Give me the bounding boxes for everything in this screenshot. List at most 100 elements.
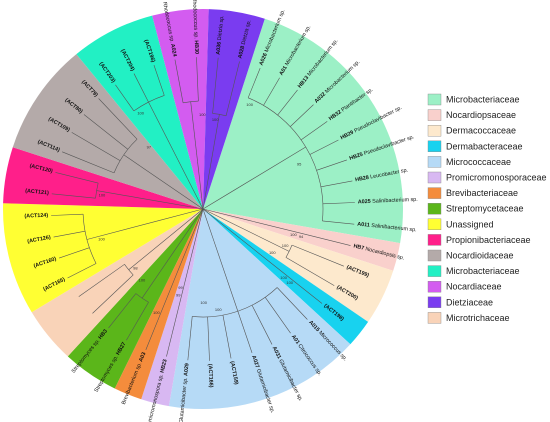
legend-swatch-microtrichaceae [427,312,442,324]
backbone-branch [191,208,204,256]
tip-branch [126,302,149,341]
tip-label: Rhodococcus sp. HB30 [191,0,199,54]
bootstrap-support-value: 99 [178,285,183,290]
bootstrap-support-value: 100 [212,117,219,122]
tip-label: (ACT124) [24,213,48,220]
tip-branch [300,121,328,141]
clade-stem [179,255,192,303]
tip-label: A036 Dietzia sp. [216,15,226,55]
bootstrap-support-value: 100 [153,310,160,315]
tip-branch [207,316,210,361]
tip-label: Glutamicibacter sp. A029 [179,363,191,422]
clade-stem [213,241,239,312]
legend-swatch-unassigned [427,218,442,231]
tip-branch [307,234,351,246]
legend-swatch-dietziaceae [427,296,442,308]
tip-branch [166,302,181,357]
legend-label: Promicromonosporaceae [446,173,547,183]
backbone-branch [202,208,215,242]
tip-branch [108,293,137,329]
bootstrap-support-value: 100 [246,102,253,107]
tip-branch [296,283,323,304]
legend-label: Streptomycetaceae [446,204,524,214]
sector-propionibacteriaceae [3,147,203,209]
sector-promicromonosporaceae [141,209,203,407]
backbone-branch [197,161,204,210]
sector-microtrichaceae [31,209,204,357]
clade-stem [123,154,141,167]
clade-arc [82,214,97,264]
clade-arc [212,113,227,117]
tip-label: A025 Salinibacterium sp. [358,197,418,206]
tip-branch [212,57,219,114]
tip-branch [78,264,125,297]
backbone-branch [156,208,204,222]
clade-stem [190,101,198,162]
legend-label: Microbacteriaceae [446,266,520,276]
tip-branch [153,65,165,96]
tree-branch-layer [51,57,355,361]
bootstrap-support-value: 100 [282,243,289,248]
backbone-branch [202,208,250,221]
tip-branch [285,257,335,286]
legend-swatch-microbacteriaceae [427,93,442,106]
bootstrap-support-value: 100 [98,237,105,242]
tip-branch [51,193,96,199]
bootstrap-support-value: 100 [280,275,287,280]
backbone-branch [202,191,233,210]
bootstrap-support-value: 100 [290,232,297,237]
legend-label: Dietziaceae [446,297,493,307]
bootstrap-support-value: 100 [99,192,106,197]
family-legend: MicrobacteriaceaeNocardiopsaceaeDermacoc… [427,93,547,324]
backbone-branch [176,208,204,231]
sector-nocardioidaceae [12,54,204,209]
legend-swatch-dermacoccaceae [427,124,442,137]
tip-branch [316,159,347,171]
tip-label: (ACT120) [29,164,54,176]
bootstrap-support-value: 100 [199,112,206,117]
tip-branch [51,213,84,216]
tip-branch [145,320,159,350]
tip-branch [71,132,121,161]
backbone-branch [140,165,204,210]
legend-swatch-promicromonosporaceae [427,171,442,184]
sector-brevibacteriaceae [114,209,203,400]
sector-dermacoccaceae [203,209,394,322]
bootstrap-support-value: 98 [133,265,138,270]
tip-branch [237,311,253,353]
sector-streptomycetaceae [67,209,204,389]
backbone-branch [202,208,263,257]
tip-branch [115,84,135,112]
sector-microbacteriaceae [203,18,403,244]
sector-micrococcaceae [168,209,351,409]
backbone-branch [187,178,204,210]
clade-stem [258,236,290,252]
legend-swatch-nocardioidaceae [427,249,442,262]
legend-swatch-nocardiopsaceae [427,109,442,121]
tip-branch [320,180,353,188]
family-sector-layer [2,8,403,409]
sector-dietziaceae [203,9,265,209]
tip-branch [59,247,90,259]
tip-branch [291,244,344,267]
tip-branch [309,139,339,155]
tip-branch [222,315,232,359]
legend-swatch-streptomycetaceae [427,202,442,215]
backbone-branch [141,198,204,210]
legend-label: Nocardiaceae [446,282,502,292]
tip-branch [92,274,134,314]
tip-branch [322,220,355,225]
tip-branch [83,114,129,150]
clade-stem [148,101,188,179]
clade-stem [157,266,180,321]
bootstrap-support-value: 97 [147,144,152,149]
backbone-branch [202,208,259,237]
tip-branch [322,202,355,205]
bootstrap-support-value: 100 [200,300,207,305]
tip-branch [98,98,138,140]
tip-branch [290,104,314,127]
clade-stem [262,256,298,284]
bootstrap-support-value: 94 [299,234,304,239]
